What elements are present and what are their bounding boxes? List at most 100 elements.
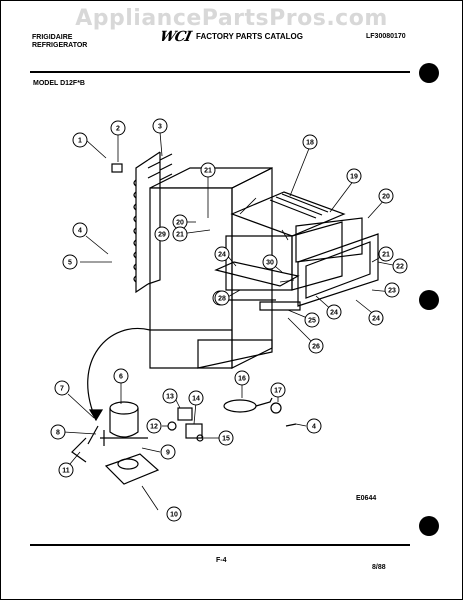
callout-circle — [110, 120, 126, 136]
callout-label: 13 — [166, 394, 174, 401]
page-number: F-4 — [216, 557, 227, 564]
callout-label: 11 — [62, 468, 70, 475]
callout-label: 25 — [308, 318, 316, 325]
brand-line-2: REFRIGERATOR — [32, 42, 88, 49]
callout-circle — [172, 226, 188, 242]
compressor-base — [104, 453, 160, 485]
callout-circle — [304, 312, 320, 328]
header-rule — [30, 71, 410, 73]
tubing-clip — [71, 425, 99, 463]
callout-circle — [146, 418, 162, 434]
callout-label: 21 — [204, 168, 212, 175]
callout-circle — [166, 506, 182, 522]
binder-hole-middle — [419, 290, 439, 310]
callout-label: 14 — [192, 396, 200, 403]
callout-label: 29 — [158, 232, 166, 239]
revision-date: 8/88 — [372, 564, 386, 571]
callout-circle — [346, 168, 362, 184]
callout-label: 20 — [382, 194, 390, 201]
callout-circle — [378, 246, 394, 262]
callout-circle — [58, 462, 74, 478]
callout-circle — [214, 246, 230, 262]
callout-label: 23 — [388, 288, 396, 295]
callout-label: 12 — [150, 424, 158, 431]
callout-circle — [152, 118, 168, 134]
callout-circle — [270, 382, 286, 398]
callout-label: 4 — [78, 228, 82, 235]
callout-label: 5 — [68, 260, 72, 267]
callout-label: 28 — [218, 296, 226, 303]
callout-circle — [368, 310, 384, 326]
compressor — [100, 401, 148, 446]
cabinet-body — [149, 167, 273, 369]
callout-label: 26 — [312, 344, 320, 351]
callout-circle — [54, 380, 70, 396]
freezer-compartment — [225, 191, 363, 291]
callout-circle — [234, 370, 250, 386]
callout-circle — [188, 390, 204, 406]
freezer-door — [297, 233, 379, 307]
callout-circle — [218, 430, 234, 446]
callout-label: 18 — [306, 140, 314, 147]
bracket — [111, 163, 123, 173]
footer-rule — [30, 544, 410, 546]
model-label: MODEL D12F*B — [33, 80, 85, 87]
callout-label: 1 — [78, 138, 82, 145]
callout-label: 21 — [382, 252, 390, 259]
grommet — [270, 402, 282, 414]
callout-circle — [50, 424, 66, 440]
drawing-code: E0644 — [356, 495, 376, 502]
binder-hole-top — [419, 63, 439, 83]
callout-label: 19 — [350, 174, 358, 181]
callout-label: 9 — [166, 450, 170, 457]
brand-line-1: FRIGIDAIRE — [32, 34, 73, 41]
callout-circle — [308, 338, 324, 354]
callout-label: 6 — [119, 374, 123, 381]
binder-hole-bottom — [419, 516, 439, 536]
callout-circle — [392, 258, 408, 274]
callout-circle — [113, 368, 129, 384]
callout-circle — [326, 304, 342, 320]
callout-circle — [200, 162, 216, 178]
screw — [285, 423, 297, 427]
callout-label: 10 — [170, 512, 178, 519]
callout-circle — [162, 388, 178, 404]
callout-label: 7 — [60, 386, 64, 393]
callout-label: 17 — [274, 388, 282, 395]
condenser-coil — [133, 151, 173, 294]
callout-label: 30 — [266, 260, 274, 267]
callout-circle — [214, 290, 230, 306]
callout-circle — [160, 444, 176, 460]
callout-circle — [384, 282, 400, 298]
callout-label: 3 — [158, 124, 162, 131]
arrow-head — [88, 409, 104, 422]
callout-label: 24 — [372, 316, 380, 323]
power-cord — [223, 397, 273, 413]
callout-label: 21 — [176, 232, 184, 239]
callout-label: 16 — [238, 376, 246, 383]
callout-label: 24 — [218, 252, 226, 259]
callout-circle — [302, 134, 318, 150]
callout-label: 24 — [330, 310, 338, 317]
callout-circle — [62, 254, 78, 270]
assembly-arrow — [87, 327, 151, 421]
callout-label: 22 — [396, 264, 404, 271]
callout-label: 8 — [56, 430, 60, 437]
callout-circle — [72, 222, 88, 238]
callout-circle — [72, 132, 88, 148]
callout-circle — [378, 188, 394, 204]
callout-circle — [154, 226, 170, 242]
callout-circle — [262, 254, 278, 270]
watermark-text: AppliancePartsPros.com — [75, 6, 388, 31]
catalog-code: LF30080170 — [366, 33, 406, 40]
callout-circle — [306, 418, 322, 434]
callout-label: 2 — [116, 126, 120, 133]
callout-label: 20 — [176, 220, 184, 227]
relay-overload — [167, 407, 204, 442]
catalog-title: FACTORY PARTS CATALOG — [196, 32, 303, 41]
callout-label: 15 — [222, 436, 230, 443]
callout-label: 4 — [312, 424, 316, 431]
